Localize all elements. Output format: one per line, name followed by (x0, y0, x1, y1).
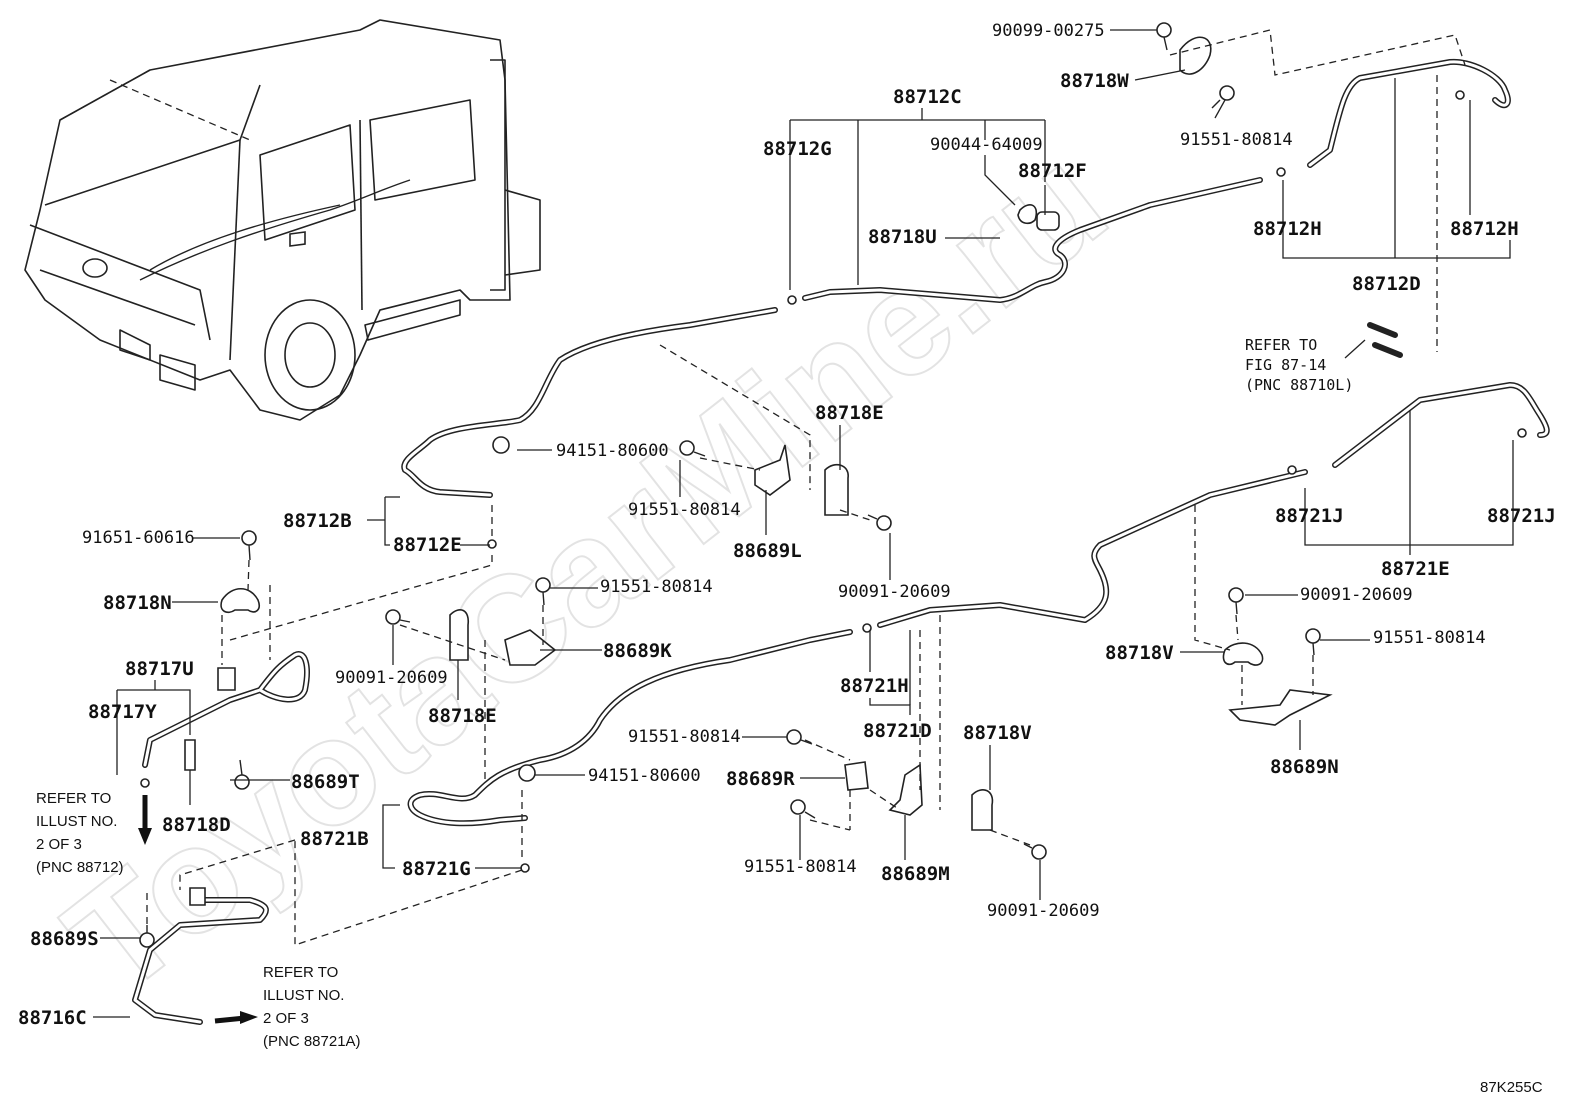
label-88718U: 88718U (868, 226, 937, 248)
label-88721D: 88721D (863, 720, 932, 742)
label-94151-80600-upper: 94151-80600 (556, 441, 669, 461)
note-refer-fig-line2: FIG 87-14 (1245, 356, 1326, 374)
label-90044-64009: 90044-64009 (930, 135, 1043, 155)
bracket-icon (504, 629, 557, 666)
bolt-icon (1228, 587, 1244, 615)
label-88689M: 88689M (881, 863, 950, 885)
label-90099-00275: 90099-00275 (992, 21, 1105, 41)
clamp-icon (1036, 211, 1060, 231)
bolt-icon (679, 440, 706, 457)
clamp-icon (184, 739, 196, 771)
bolt-icon (518, 764, 536, 782)
clamp-icon (217, 667, 236, 691)
bolt-icon (790, 799, 816, 819)
label-88718E-lower: 88718E (428, 705, 497, 727)
label-90091-20609-a: 90091-20609 (838, 582, 951, 602)
label-88712F: 88712F (1018, 160, 1087, 182)
bracket-icon (754, 444, 791, 496)
label-88716C: 88716C (18, 1007, 87, 1029)
note-refer-88712-line1: REFER TO (36, 790, 111, 807)
clamp-icon (1222, 642, 1264, 666)
label-88718E-upper: 88718E (815, 402, 884, 424)
bolt-icon (492, 436, 510, 454)
clamp-icon (189, 887, 206, 906)
label-88718N: 88718N (103, 592, 172, 614)
label-88712G: 88712G (763, 138, 832, 160)
label-88718V-lower: 88718V (963, 722, 1032, 744)
label-88717Y: 88717Y (88, 701, 157, 723)
label-88689N: 88689N (1270, 756, 1339, 778)
clamp-icon (1017, 204, 1038, 225)
note-refer-88712-line2: ILLUST NO. (36, 813, 117, 830)
label-88721J-right: 88721J (1487, 505, 1556, 527)
label-88712E: 88712E (393, 534, 462, 556)
figure-code: 87K255C (1480, 1079, 1543, 1096)
part-labels: 90099-00275 88718W 91551-80814 88712C 88… (18, 21, 1556, 1096)
pipe-assemblies (132, 58, 1550, 1025)
label-88689L: 88689L (733, 540, 802, 562)
label-88689R: 88689R (726, 768, 795, 790)
truck-illustration (24, 19, 541, 421)
clamp-icon (289, 231, 306, 247)
label-88712D: 88712D (1352, 273, 1421, 295)
note-refer-88721a-line1: REFER TO (263, 964, 338, 981)
label-88689S: 88689S (30, 928, 99, 950)
label-88712B: 88712B (283, 510, 352, 532)
note-refer-88712-line4: (PNC 88712) (36, 859, 124, 876)
label-94151-80600-lower: 94151-80600 (588, 766, 701, 786)
bolt-icon (1023, 843, 1047, 860)
clamp-icon (1179, 36, 1212, 75)
note-refer-88721a-line3: 2 OF 3 (263, 1010, 309, 1027)
label-91551-80814-b: 91551-80814 (628, 500, 741, 520)
label-88689T: 88689T (291, 771, 360, 793)
bolt-icon (867, 514, 892, 531)
bracket-icon (888, 763, 923, 816)
label-90091-20609-d: 90091-20609 (987, 901, 1100, 921)
label-88689K: 88689K (603, 640, 672, 662)
label-88712H-left: 88712H (1253, 218, 1322, 240)
note-refer-fig-line3: (PNC 88710L) (1245, 376, 1353, 394)
clamp-icon (220, 587, 260, 614)
bolt-icon (241, 530, 257, 561)
clamp-icon (971, 789, 994, 831)
bolt-icon (234, 759, 250, 790)
hardware-parts (139, 22, 1333, 948)
label-91651-60616: 91651-60616 (82, 528, 195, 548)
label-88712C: 88712C (893, 86, 962, 108)
clamp-icon (449, 609, 470, 661)
label-88718V-right: 88718V (1105, 642, 1174, 664)
clamp-icon (824, 463, 849, 516)
bolt-icon (1211, 85, 1235, 109)
label-88717U: 88717U (125, 658, 194, 680)
bracket-icon (1228, 689, 1333, 726)
label-88721H: 88721H (840, 675, 909, 697)
note-refer-88721a-line4: (PNC 88721A) (263, 1033, 361, 1050)
label-91551-80814: 91551-80814 (1180, 130, 1293, 150)
bolt-icon (385, 609, 411, 625)
label-91551-80814-f: 91551-80814 (744, 857, 857, 877)
bracket-icon (844, 761, 869, 791)
label-88721G: 88721G (402, 858, 471, 880)
note-refer-88721a-line2: ILLUST NO. (263, 987, 344, 1004)
label-91551-80814-c: 91551-80814 (600, 577, 713, 597)
note-refer-fig-line1: REFER TO (1245, 336, 1317, 354)
label-88721J-left: 88721J (1275, 505, 1344, 527)
label-90091-20609-b: 90091-20609 (335, 668, 448, 688)
note-refer-88712-line3: 2 OF 3 (36, 836, 82, 853)
bolt-icon (1156, 22, 1172, 51)
label-88721E: 88721E (1381, 558, 1450, 580)
bolt-icon (139, 925, 155, 948)
bolt-icon (1305, 628, 1321, 656)
label-88718D: 88718D (162, 814, 231, 836)
label-91551-80814-e: 91551-80814 (628, 727, 741, 747)
label-88721B: 88721B (300, 828, 369, 850)
label-88718W: 88718W (1060, 70, 1129, 92)
label-90091-20609-c: 90091-20609 (1300, 585, 1413, 605)
bolt-icon (535, 577, 551, 606)
label-91551-80814-d: 91551-80814 (1373, 628, 1486, 648)
leader-lines (93, 29, 1514, 1024)
label-88712H-right: 88712H (1450, 218, 1519, 240)
